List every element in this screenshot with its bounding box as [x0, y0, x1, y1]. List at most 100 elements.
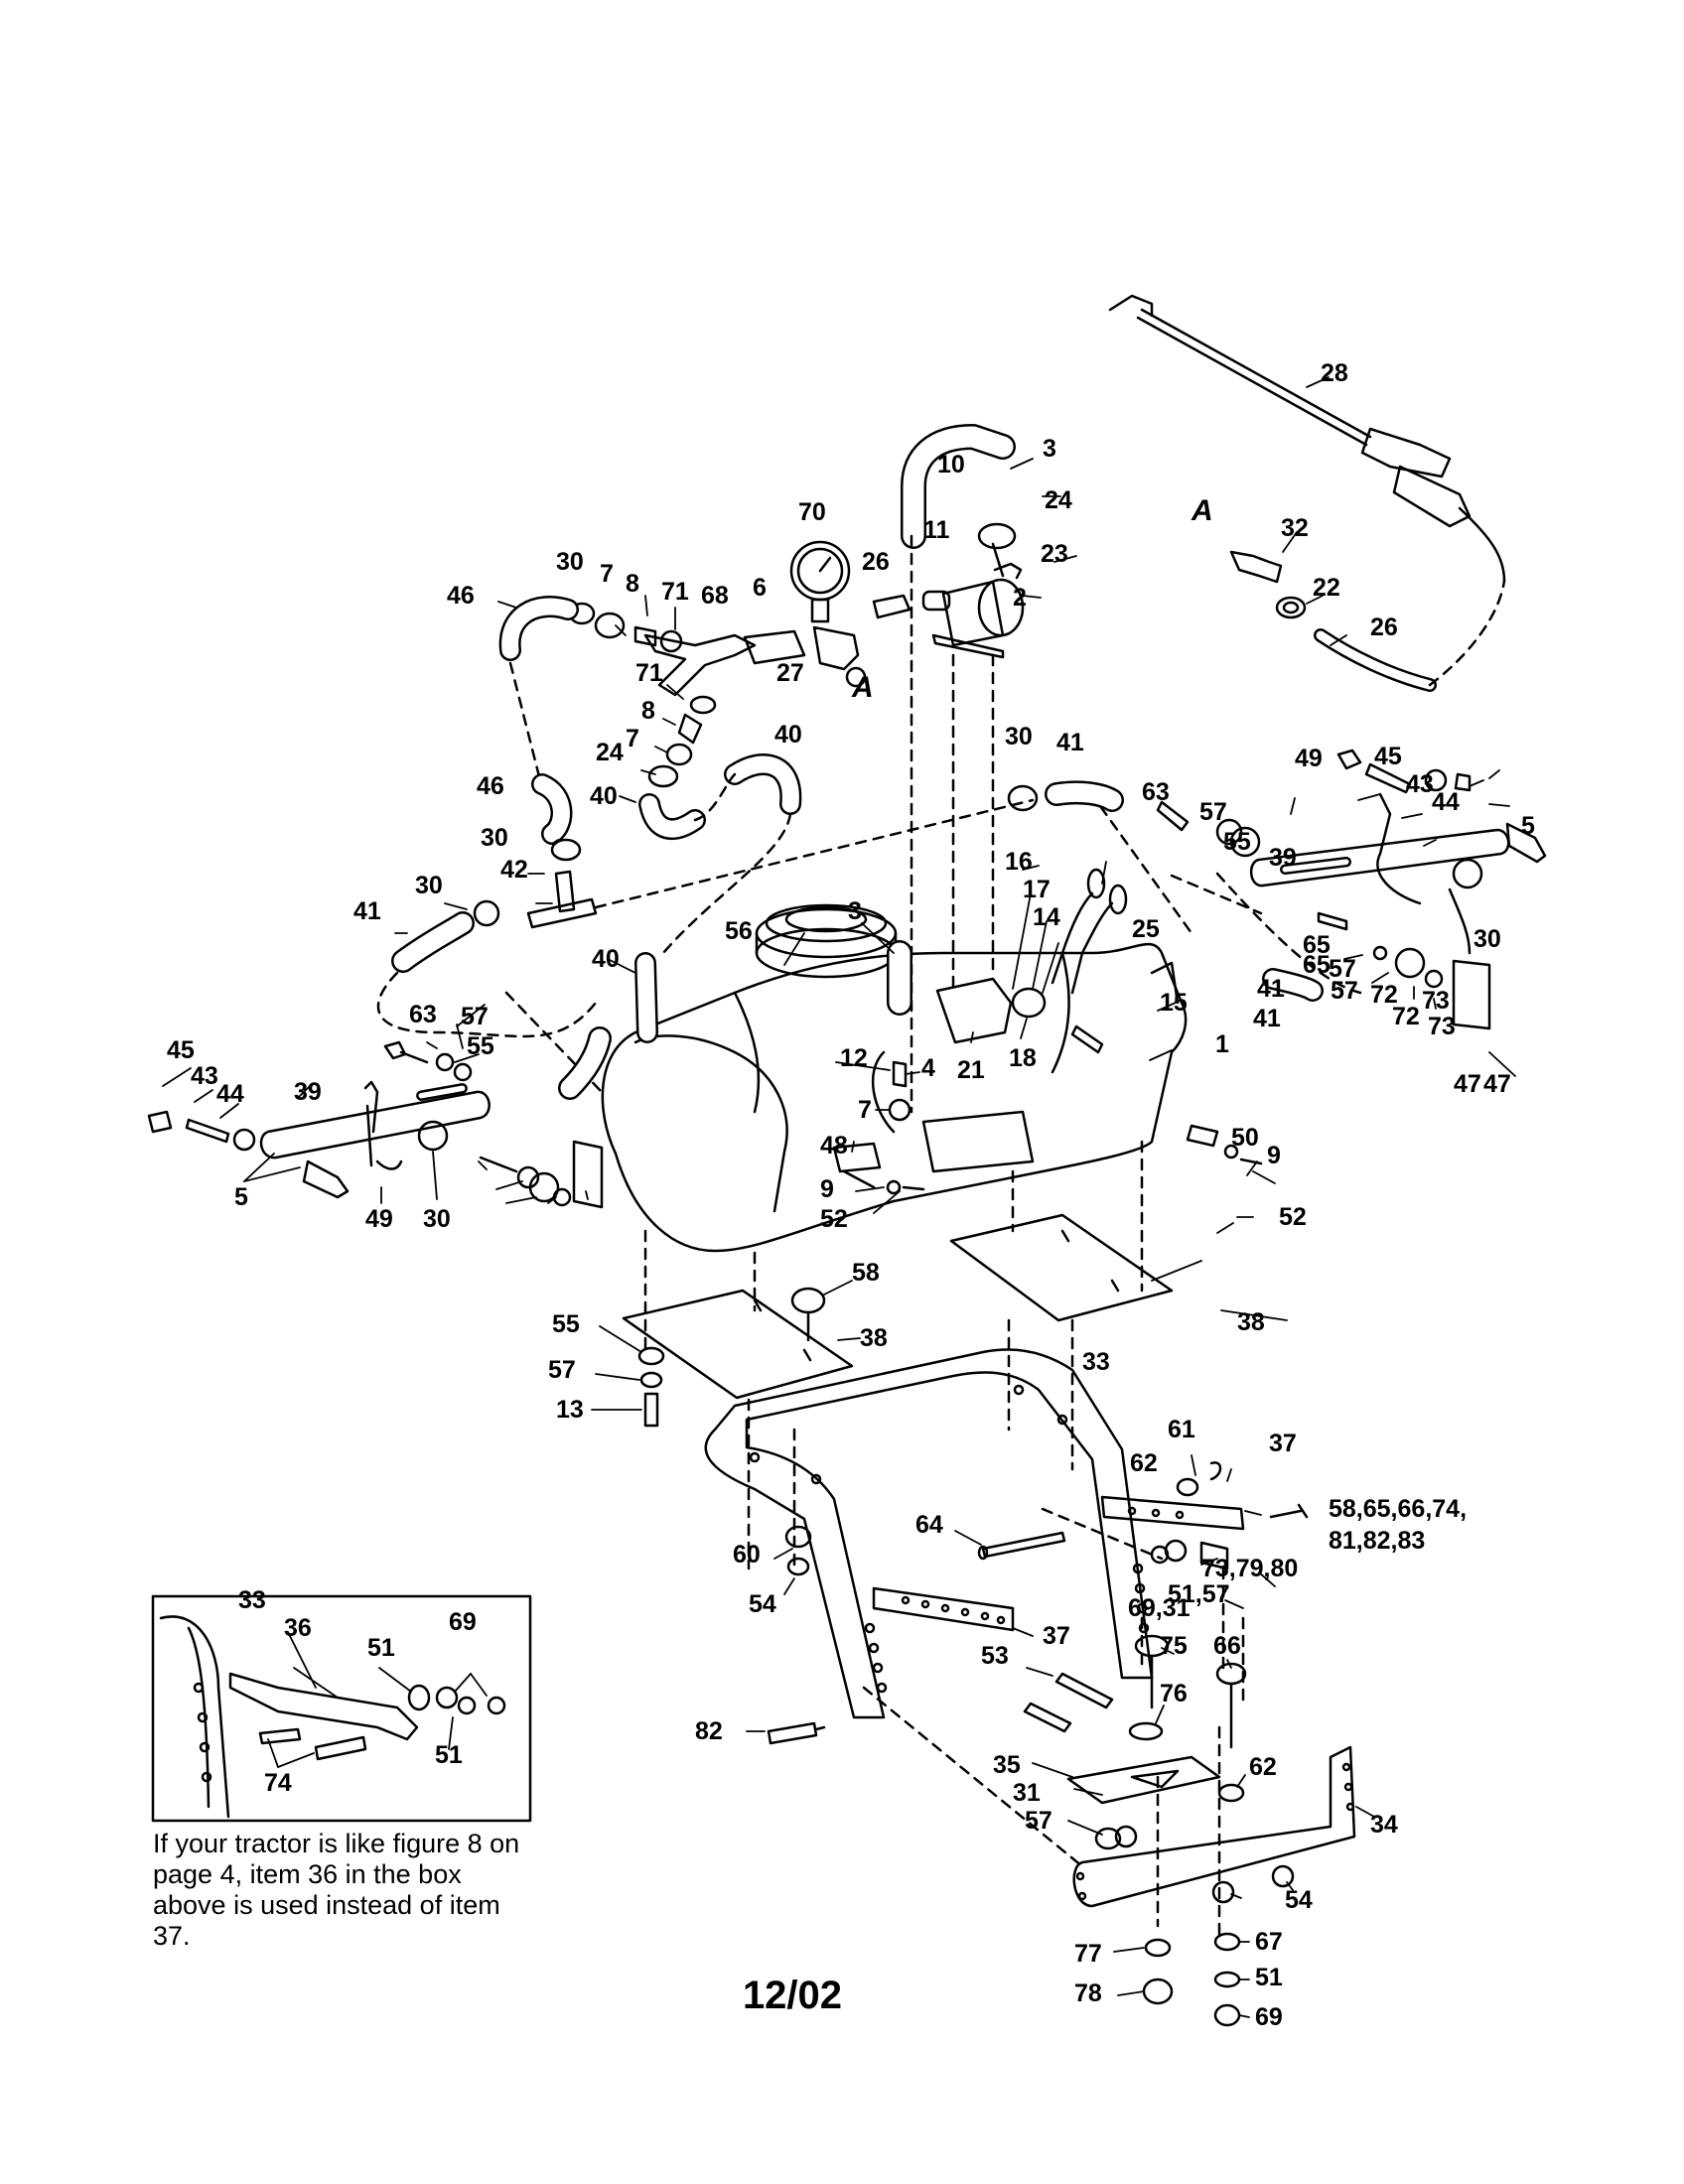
- callout: 37: [1269, 1430, 1297, 1457]
- fitting-32: [1229, 550, 1307, 619]
- callout: 6: [753, 574, 767, 602]
- callout: 53: [981, 1642, 1009, 1670]
- callout: 41: [353, 897, 381, 925]
- callout: 26: [862, 548, 890, 576]
- bracket-21: [935, 868, 1128, 1054]
- boom-bar-39-right: [1156, 772, 1547, 955]
- callout: 12: [840, 1044, 868, 1072]
- callout: 75: [1160, 1632, 1188, 1660]
- callout: 45: [167, 1036, 195, 1064]
- callout: 48: [820, 1132, 848, 1160]
- callout: 30: [481, 824, 508, 852]
- dashed-guides-upper: [504, 534, 1362, 1114]
- clip-48: [832, 1142, 925, 1195]
- hose-40-lower: [634, 952, 658, 1043]
- plate-38-left: [622, 1289, 854, 1400]
- callout: 34: [1370, 1811, 1398, 1839]
- callout: 51: [435, 1741, 463, 1769]
- bar-37-lower: [872, 1586, 1015, 1632]
- callout: 70: [798, 498, 826, 526]
- callout: 72: [1370, 981, 1398, 1009]
- hose-41-mid: [558, 1026, 612, 1100]
- callout: 69: [449, 1608, 477, 1636]
- leader-lines: [162, 376, 1516, 2018]
- inset-box: [151, 1594, 532, 1823]
- fittings-12-4-7: [871, 1050, 912, 1134]
- callout: 30: [423, 1205, 451, 1233]
- hardware-left: [147, 1040, 604, 1209]
- callout: 77: [1074, 1940, 1102, 1968]
- hose-3: [901, 424, 1016, 549]
- callout: 71: [635, 659, 663, 687]
- callout: 40: [590, 782, 618, 810]
- spray-wand: [1108, 294, 1506, 583]
- callout: 73,79,80: [1201, 1555, 1298, 1582]
- callout: 23: [1041, 540, 1068, 568]
- callout: 30: [415, 872, 443, 899]
- callout: 9: [820, 1175, 834, 1203]
- callout: 7: [626, 725, 639, 752]
- tank-cap-56: [755, 903, 898, 979]
- callout: 9: [1267, 1142, 1281, 1169]
- callout: 39: [294, 1078, 322, 1106]
- callout: 21: [957, 1056, 985, 1084]
- callout: 44: [1432, 788, 1460, 816]
- connection-letter: A: [851, 671, 874, 704]
- callout: 64: [915, 1511, 943, 1539]
- hardware-60-54: [784, 1525, 812, 1576]
- hose-46-mid: [531, 773, 573, 845]
- fitting-50: [1186, 1124, 1263, 1165]
- bracket-34: [1072, 1745, 1356, 1908]
- callout: 27: [776, 659, 804, 687]
- callout: 32: [1281, 514, 1309, 542]
- callout: 51: [1255, 1964, 1283, 1991]
- hose-41-right: [1007, 780, 1324, 1002]
- callout: 57: [1199, 798, 1227, 826]
- callout: 58: [852, 1259, 880, 1287]
- connection-letter: A: [1191, 494, 1213, 527]
- callout: 55: [552, 1310, 580, 1338]
- callout: 54: [1285, 1886, 1313, 1914]
- callout: 49: [365, 1205, 393, 1233]
- callout: 49: [1295, 745, 1323, 772]
- callout: 25: [1132, 915, 1160, 943]
- callout: 76: [1160, 1680, 1188, 1707]
- callout: 71: [661, 578, 689, 606]
- bar-37-upper: [1100, 1495, 1309, 1570]
- callout: 10: [937, 451, 965, 478]
- callout: 81,82,83: [1329, 1527, 1425, 1555]
- callout: 65: [1303, 931, 1331, 959]
- callout: 72: [1392, 1003, 1420, 1030]
- callout: 2: [1013, 584, 1027, 612]
- revision-date: 12/02: [742, 1974, 843, 2017]
- callout: 51,57: [1168, 1580, 1230, 1608]
- callout: 46: [447, 582, 475, 610]
- callout: 3: [1043, 435, 1056, 463]
- manifold-68: [643, 594, 912, 697]
- callout: 52: [1279, 1203, 1307, 1231]
- hitch-pin-61-62: [1176, 1461, 1222, 1497]
- callout: 69,31: [1128, 1594, 1191, 1622]
- boom-bar-39-left: [259, 1080, 491, 1199]
- tank-1: [601, 942, 1188, 1253]
- callout: 73: [1428, 1013, 1456, 1040]
- callout: 30: [1474, 925, 1501, 953]
- hose-40-upper: [638, 753, 802, 955]
- callout: 63: [1142, 778, 1170, 806]
- callout: 52: [820, 1205, 848, 1233]
- carriage-bolt-58: [790, 1287, 826, 1342]
- callout: 35: [993, 1751, 1021, 1779]
- callout-labels: 28 3 10 24 70 11 23 26 2 32 22 26 30 7 8…: [167, 359, 1535, 2031]
- callout: 7: [858, 1096, 872, 1124]
- tee-42: [473, 838, 598, 929]
- callout: 47: [1454, 1070, 1481, 1098]
- callout: 1: [1215, 1030, 1229, 1058]
- callout: 63: [409, 1001, 437, 1028]
- hardware-lower: [1142, 1864, 1295, 2027]
- bolts-53-75-66: [1023, 1634, 1247, 1749]
- callout: 51: [367, 1634, 395, 1662]
- callout: 26: [1370, 614, 1398, 641]
- callout: 45: [1374, 743, 1402, 770]
- callout: 36: [284, 1614, 312, 1642]
